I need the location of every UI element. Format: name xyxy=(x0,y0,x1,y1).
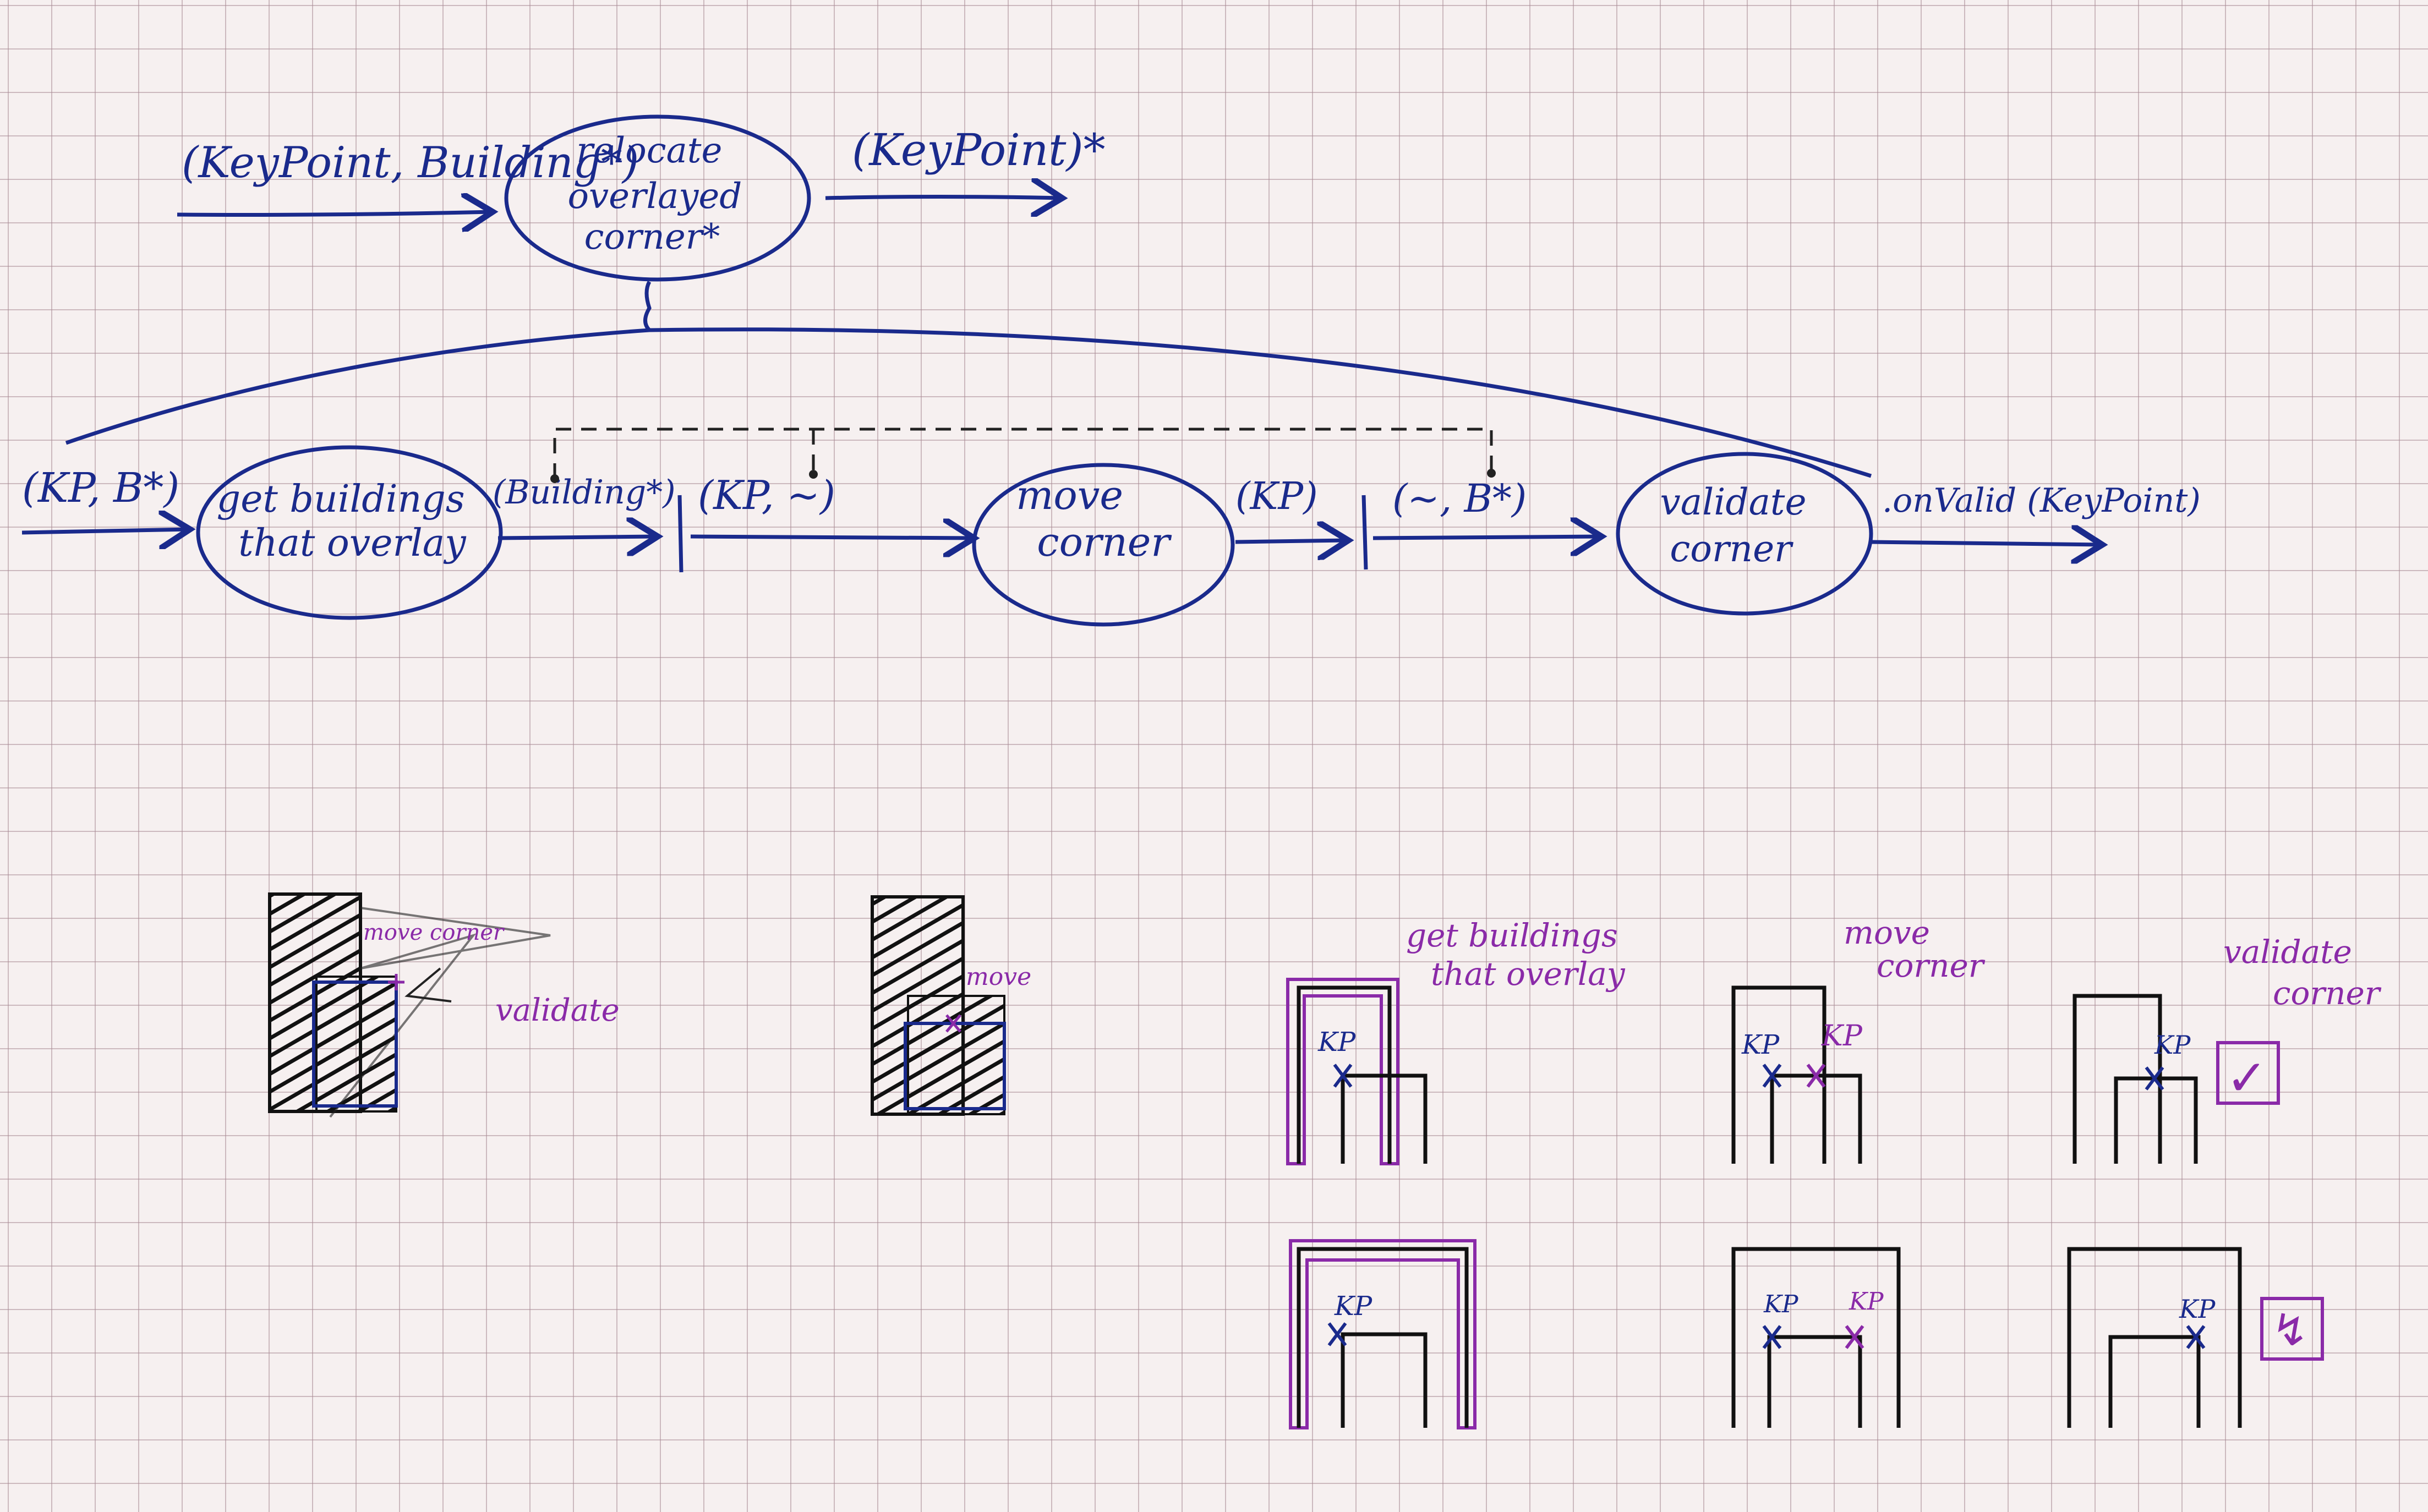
kp-move-2b: KP xyxy=(1849,1288,1884,1316)
hatched-left-label-move: move corner xyxy=(363,920,505,945)
kp-get-2: KP xyxy=(1334,1291,1372,1322)
hatched-mid-label: move xyxy=(966,963,1031,991)
sketch-validate-row1: KP ✓ xyxy=(2072,994,2280,1164)
decomposition-brace xyxy=(65,281,1872,478)
sketch-move-row2: KP KP xyxy=(1731,1247,1901,1428)
kp-validate-2: KP xyxy=(2179,1294,2216,1324)
svg-text:relocate overlayed: relocate overlayed corner* xyxy=(567,130,753,258)
node-move-corner-line-1: move xyxy=(1016,472,1123,518)
kp-move-1a: KP xyxy=(1741,1029,1780,1060)
kp-move-2a: KP xyxy=(1763,1290,1799,1318)
edge-kp-arrow xyxy=(1235,540,1348,542)
edge-tilde-b-arrow xyxy=(1372,536,1601,538)
edge-on-valid-arrow xyxy=(1871,542,2102,545)
node-move-corner-line-2: corner xyxy=(1037,519,1172,565)
svg-text:validate corner: validate corner xyxy=(2223,933,2382,1012)
main-flow: (KP, B*) get buildings that overlay (Bui… xyxy=(21,428,2201,627)
top-flow: (KeyPoint, Building*) relocate overlayed… xyxy=(65,114,1872,478)
top-input-label: (KeyPoint, Building*) xyxy=(182,138,639,188)
main-input-label: (KP, B*) xyxy=(22,464,179,512)
fail-box xyxy=(2260,1297,2324,1361)
hatched-sketch-mid: move xyxy=(871,895,1031,1116)
hatched-sketch-left: move corner validate xyxy=(268,892,620,1118)
edge-kp-tilde-arrow xyxy=(690,536,974,538)
node-relocate-line-1: relocate xyxy=(576,130,722,171)
dashed-dot-3 xyxy=(1487,469,1496,478)
header-get-line-2: that overlay xyxy=(1431,955,1626,993)
edge-label-kp: (KP) xyxy=(1235,475,1318,518)
kp-validate-1: KP xyxy=(2154,1030,2191,1060)
node-move-corner[interactable] xyxy=(972,463,1235,627)
edge-buildings-arrow xyxy=(497,536,658,538)
sketch-move-row1: KP KP xyxy=(1731,985,1863,1164)
main-input-arrow xyxy=(21,529,190,533)
edge-label-on-valid: .onValid (KeyPoint) xyxy=(1882,481,2201,520)
node-get-buildings-line-1: get buildings xyxy=(217,478,465,521)
svg-text:get buildings that overl: get buildings that overlay xyxy=(217,478,477,565)
dashed-dot-1 xyxy=(550,474,559,483)
step-headers: get buildings that overlay move corner v… xyxy=(1406,914,2382,1012)
top-output-arrow xyxy=(825,197,1062,199)
sketch-get-row1: KP xyxy=(1286,978,1428,1165)
top-input-arrow xyxy=(177,212,493,215)
node-get-buildings-line-2: that overlay xyxy=(238,522,467,565)
dashed-dot-2 xyxy=(809,470,818,479)
join-bar-2 xyxy=(1361,495,1368,570)
node-validate-corner[interactable] xyxy=(1616,452,1873,616)
sketch-validate-row2: KP ↯ xyxy=(2067,1247,2324,1428)
check-box xyxy=(2216,1041,2280,1105)
svg-text:validate corner: validate corner xyxy=(1660,481,1818,570)
node-relocate-line-2: overlayed xyxy=(567,176,742,217)
svg-text:get buildings that overl: get buildings that overlay xyxy=(1406,917,1628,993)
join-bar-1 xyxy=(677,495,683,573)
svg-text:move corner: move corner xyxy=(1016,472,1172,565)
node-validate-line-2: corner xyxy=(1670,528,1793,570)
edge-label-tilde-b: (~, B*) xyxy=(1392,476,1527,521)
svg-text:move corner: move corner xyxy=(1844,914,1986,984)
kp-get-1: KP xyxy=(1317,1027,1356,1058)
header-validate-line-1: validate xyxy=(2223,933,2352,971)
sketch-get-row2: KP xyxy=(1289,1239,1477,1429)
node-validate-line-1: validate xyxy=(1660,481,1806,523)
node-relocate-overlayed-corner[interactable] xyxy=(504,114,811,282)
fail-mark-icon: ↯ xyxy=(2272,1305,2309,1356)
edge-label-kp-tilde: (KP, ~) xyxy=(698,472,835,518)
edge-label-buildings: (Building*) xyxy=(493,473,676,512)
header-move-line-1: move xyxy=(1844,914,1930,951)
check-mark-icon: ✓ xyxy=(2226,1049,2267,1107)
node-relocate-line-3: corner* xyxy=(584,217,720,258)
header-validate-line-2: corner xyxy=(2273,974,2382,1012)
header-move-line-2: corner xyxy=(1877,947,1986,984)
node-get-buildings[interactable] xyxy=(196,445,503,620)
dashed-bypass xyxy=(553,428,1493,479)
kp-move-1b: KP xyxy=(1821,1020,1863,1053)
header-get-line-1: get buildings xyxy=(1406,917,1618,954)
hatched-left-label-validate: validate xyxy=(495,993,620,1028)
top-output-label: (KeyPoint)* xyxy=(852,124,1106,176)
